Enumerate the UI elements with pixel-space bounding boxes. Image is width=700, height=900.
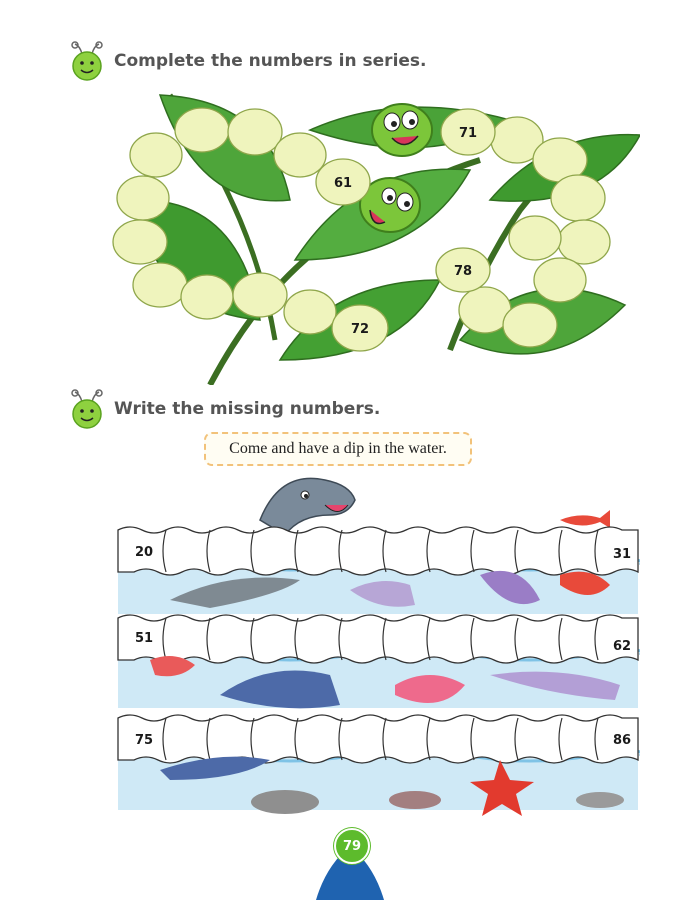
number-row-2 [117,614,639,664]
row-3-start: 75 [135,733,153,748]
caterpillar-face [359,177,421,233]
heading-text: Complete the numbers in series. [114,51,427,71]
section-heading-missing: Write the missing numbers. [68,388,380,430]
dolphin-illustration [259,477,356,536]
speech-bubble: Come and have a dip in the water. [204,432,472,466]
leaf-bubble-puzzle: 61 71 72 78 [112,93,640,385]
row-1-end: 31 [613,547,631,562]
page-number-badge: 79 [334,828,370,864]
section-heading-series: Complete the numbers in series. [68,40,427,82]
bubble-72 [331,304,389,352]
bubble-61 [315,158,371,206]
row-2-end: 62 [613,639,631,654]
page-tab-shape [316,846,384,900]
bubble-61-label: 61 [334,176,352,191]
bubble-78 [435,247,491,293]
row-3-end: 86 [613,733,631,748]
fish-illustration [560,510,610,528]
caterpillar-face [371,103,433,157]
heading-text: Write the missing numbers. [114,399,381,419]
row-1-start: 20 [135,545,153,560]
bubble-71 [440,108,496,156]
bubble-71-label: 71 [459,126,477,141]
bubble-78-label: 78 [454,264,472,279]
sea-creatures [150,570,624,816]
number-row-3 [117,714,639,764]
caterpillar-icon [71,41,103,81]
sea-number-grid: 20 31 51 62 75 86 [117,477,640,816]
caterpillar-icon [71,389,103,429]
row-2-start: 51 [135,631,153,646]
bubble-72-label: 72 [351,322,369,337]
number-row-1 [117,526,639,576]
